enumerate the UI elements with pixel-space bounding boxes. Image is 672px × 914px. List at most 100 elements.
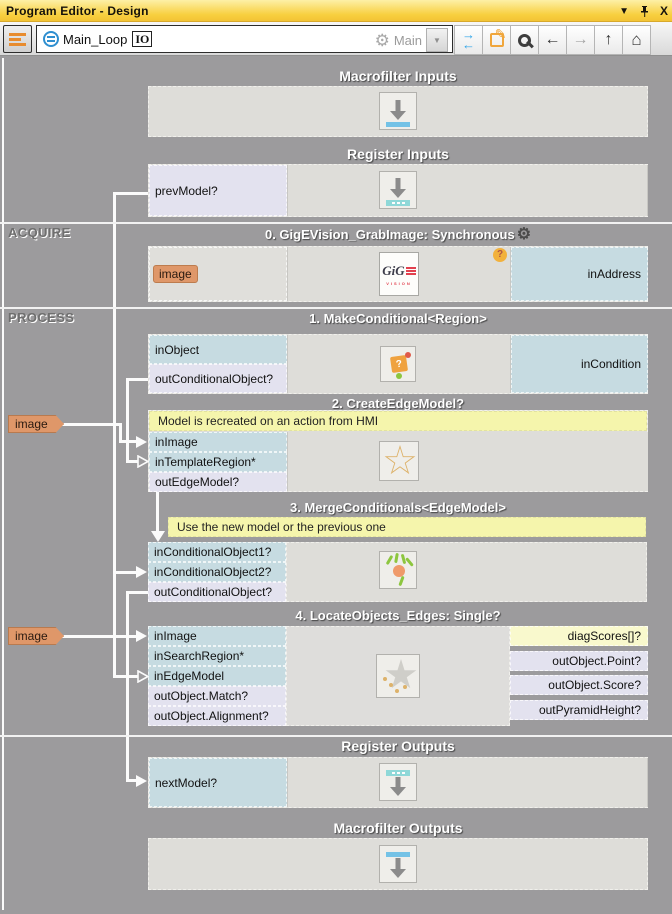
connection-prevmodel-branch — [113, 571, 138, 574]
block-body[interactable] — [287, 432, 648, 491]
port-intemplateregion[interactable]: inTemplateRegion* — [149, 452, 287, 472]
register-output-icon[interactable] — [379, 763, 417, 801]
context-dropdown-button[interactable]: ▼ — [426, 28, 448, 52]
filter-block-grabimage[interactable]: image GiG VISION ? inAddress — [148, 246, 648, 302]
port-outedgemodel[interactable]: outEdgeModel? — [149, 472, 287, 492]
port-inimage[interactable]: inImage — [149, 432, 287, 452]
makeconditional-icon[interactable]: ? — [380, 346, 416, 382]
comment-bar[interactable]: Model is recreated on an action from HMI — [149, 411, 647, 431]
register-outputs-block[interactable]: nextModel? — [148, 757, 648, 808]
arrowhead-filled — [136, 630, 147, 642]
canvas-edge-line — [2, 58, 4, 910]
connection-image-2 — [58, 635, 138, 638]
variant-badge: IO — [132, 31, 153, 47]
port-outobject-point[interactable]: outObject.Point? — [510, 651, 648, 671]
arrow-up-icon: ↑ — [604, 31, 613, 48]
macrofilter-output-icon[interactable] — [379, 845, 417, 883]
arrowhead-filled — [136, 775, 147, 787]
port-outpyramidheight[interactable]: outPyramidHeight? — [510, 700, 648, 720]
close-icon[interactable]: X — [659, 4, 668, 18]
port-outconditionalobject[interactable]: outConditionalObject? — [149, 364, 287, 393]
port-inimage[interactable]: inImage — [148, 626, 286, 646]
navigate-up-button[interactable]: ↑ — [594, 25, 623, 55]
connection-merged-model — [126, 591, 148, 594]
navigate-forward-button[interactable]: → — [566, 25, 595, 55]
port-nextmodel[interactable]: nextModel? — [149, 758, 287, 807]
gear-icon: ⚙ — [374, 30, 390, 50]
gear-icon[interactable]: ⚙ — [516, 226, 532, 243]
breadcrumb[interactable]: Main_Loop IO ⚙ Main ▼ — [36, 25, 453, 53]
connection-image-1 — [58, 423, 122, 426]
port-insearchregion[interactable]: inSearchRegion* — [148, 646, 286, 666]
port-inaddress[interactable]: inAddress — [511, 247, 648, 301]
port-inobject[interactable]: inObject — [149, 335, 287, 364]
macrofilter-inputs-block[interactable] — [148, 86, 648, 137]
block-body — [287, 758, 648, 807]
port-outconditionalobject[interactable]: outConditionalObject? — [148, 582, 286, 602]
arrowhead-hollow — [137, 669, 150, 684]
block-body — [287, 165, 648, 216]
section-separator — [0, 307, 672, 309]
section-separator — [0, 222, 672, 224]
connection-image-1 — [119, 423, 122, 443]
locateobjects-icon[interactable] — [376, 654, 420, 698]
mergeconditionals-icon[interactable] — [379, 551, 417, 589]
section-separator — [0, 735, 672, 737]
search-button[interactable] — [510, 25, 539, 55]
image-badge[interactable]: image — [8, 415, 64, 433]
menu-button[interactable] — [3, 25, 32, 53]
connection-conditional-region — [126, 460, 139, 463]
port-incondition[interactable]: inCondition — [511, 335, 648, 393]
section-label-acquire: ACQUIRE — [8, 225, 71, 240]
block-title-makeconditional[interactable]: 1. MakeConditional<Region> — [309, 311, 487, 326]
block-body[interactable] — [286, 542, 647, 602]
filter-block-locateobjects[interactable]: inImage inSearchRegion* inEdgeModel outO… — [148, 626, 648, 726]
connection-prevmodel — [113, 192, 116, 678]
chevron-down-icon: ▼ — [433, 35, 441, 45]
edit-icon: ✎ — [489, 26, 507, 47]
comment-bar[interactable]: Use the new model or the previous one — [168, 517, 646, 537]
register-input-icon[interactable] — [379, 171, 417, 209]
block-title-mergeconditionals[interactable]: 3. MergeConditionals<EdgeModel> — [290, 500, 506, 515]
header-macrofilter-outputs: Macrofilter Outputs — [333, 820, 463, 836]
register-inputs-block[interactable]: prevModel? — [148, 164, 648, 217]
connection-edgemodel — [156, 491, 159, 533]
window-title: Program Editor - Design — [6, 3, 149, 18]
filter-block-makeconditional[interactable]: inObject outConditionalObject? ? inCondi… — [148, 334, 648, 394]
port-image-output[interactable]: image — [153, 265, 198, 283]
window-titlebar: Program Editor - Design ▼ X — [0, 0, 672, 22]
pin-icon[interactable] — [639, 5, 650, 18]
filter-block-createedgemodel[interactable]: Model is recreated on an action from HMI… — [148, 410, 648, 492]
home-button[interactable]: ⌂ — [622, 25, 651, 55]
block-title-createedgemodel[interactable]: 2. CreateEdgeModel? — [331, 396, 465, 411]
gige-vision-logo: GiG VISION — [379, 252, 419, 296]
navigate-back-button[interactable]: ← — [538, 25, 567, 55]
macrofilter-input-icon[interactable] — [379, 92, 417, 130]
window-menu-icon[interactable]: ▼ — [619, 5, 629, 17]
port-inedgemodel[interactable]: inEdgeModel — [148, 666, 286, 686]
help-icon[interactable]: ? — [493, 248, 507, 262]
port-inconditionalobject1[interactable]: inConditionalObject1? — [148, 542, 286, 562]
output-cell-image[interactable] — [149, 247, 287, 301]
header-register-outputs: Register Outputs — [341, 738, 455, 754]
swap-arrows-icon: → ← — [462, 27, 475, 52]
createedgemodel-icon[interactable] — [379, 441, 419, 481]
home-icon: ⌂ — [631, 30, 642, 49]
port-outobject-score[interactable]: outObject.Score? — [510, 675, 648, 695]
arrow-left-icon: ← — [544, 31, 561, 48]
program-canvas[interactable]: ACQUIRE PROCESS Macrofilter Inputs Regis… — [0, 56, 672, 914]
switch-view-button[interactable]: → ← — [454, 25, 483, 55]
editor-toolbar: Main_Loop IO ⚙ Main ▼ → ← ✎ ← — [0, 22, 672, 56]
port-outobject-alignment[interactable]: outObject.Alignment? — [148, 706, 286, 726]
filter-block-mergeconditionals[interactable]: Use the new model or the previous one in… — [148, 515, 648, 603]
block-title-locateobjects[interactable]: 4. LocateObjects_Edges: Single? — [295, 608, 501, 623]
edit-button[interactable]: ✎ — [482, 25, 511, 55]
port-outobject-match[interactable]: outObject.Match? — [148, 686, 286, 706]
port-diagscores[interactable]: diagScores[]? — [510, 626, 648, 646]
image-badge[interactable]: image — [8, 627, 64, 645]
block-title-grabimage[interactable]: 0. GigEVision_GrabImage: Synchronous⚙ — [264, 226, 532, 243]
connection-prevmodel — [113, 192, 148, 195]
macrofilter-outputs-block[interactable] — [148, 838, 648, 890]
port-inconditionalobject2[interactable]: inConditionalObject2? — [148, 562, 286, 582]
port-prevmodel[interactable]: prevModel? — [149, 165, 287, 216]
